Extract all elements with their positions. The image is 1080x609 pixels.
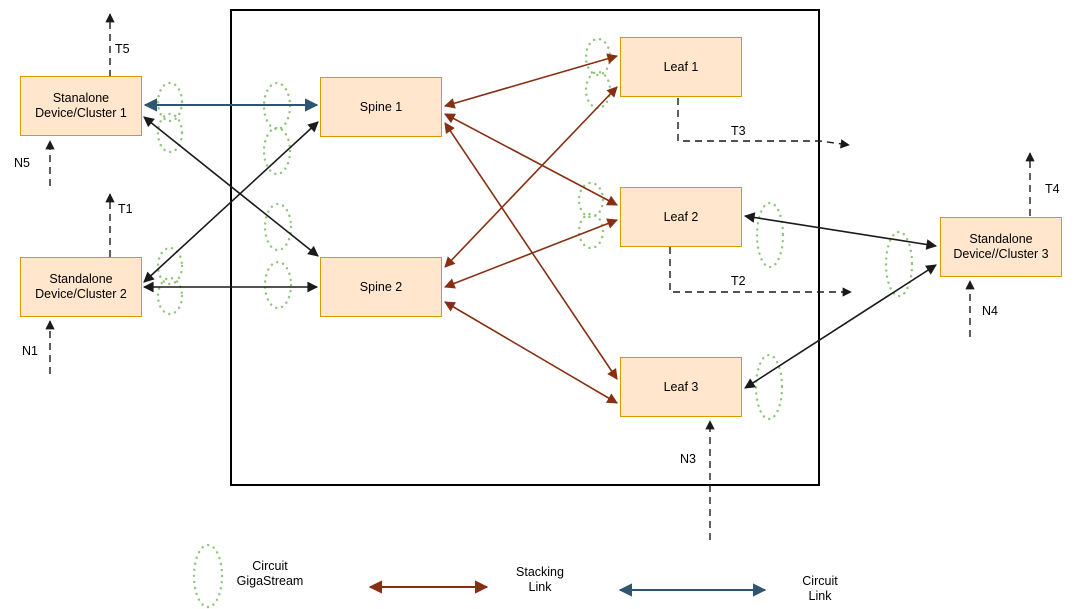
gigastream-ellipse-cluster2-b	[156, 276, 184, 316]
gigastream-ellipse-leaf2-left-a	[577, 181, 605, 219]
arrow-t3	[677, 98, 850, 149]
port-label-t4: T4	[1045, 182, 1060, 196]
port-label-n5: N5	[14, 156, 30, 170]
gigastream-ellipse-leaf1-b	[584, 70, 612, 110]
gigastream-ellipse-leaf2-right	[755, 201, 785, 269]
stacking-link-spine2-leaf3	[444, 301, 618, 404]
node-spine1: Spine 1	[320, 77, 442, 137]
port-label-n3: N3	[680, 452, 696, 466]
gigastream-ellipse-spine2-a	[263, 202, 293, 252]
node-spine2: Spine 2	[320, 257, 442, 317]
black-links	[142, 116, 938, 389]
port-label-t3: T3	[731, 124, 746, 138]
legend-label-gigastream: Circuit GigaStream	[236, 559, 304, 588]
gigastream-ellipse-cluster1-a	[156, 81, 184, 123]
gigastream-ellipse-leaf2-left-b	[577, 212, 605, 250]
stacking-link-spine2-leaf2	[444, 218, 618, 289]
gigastream-ellipse-cluster1-b	[156, 112, 184, 154]
gigastream-ellipse-leaf3-right	[754, 353, 784, 421]
node-leaf2: Leaf 2	[620, 187, 742, 247]
node-standalone-cluster1: Stanalone Device/Cluster 1	[20, 76, 142, 136]
port-label-t1: T1	[118, 202, 133, 216]
dashed-port-arrows	[45, 13, 1035, 540]
node-standalone-cluster3: Standalone Device//Cluster 3	[940, 217, 1062, 277]
node-standalone-cluster2: Standalone Device/Cluster 2	[20, 257, 142, 317]
port-label-n1: N1	[22, 344, 38, 358]
gigastream-ellipse-spine2-b	[263, 260, 293, 310]
link-cluster2-spine1	[143, 121, 319, 283]
link-cluster1-spine2	[143, 116, 319, 257]
stacking-links	[443, 53, 619, 404]
port-label-t5: T5	[115, 42, 130, 56]
port-label-t2: T2	[731, 274, 746, 288]
link-leaf3-cluster3	[744, 264, 937, 389]
arrow-t2	[669, 247, 852, 297]
legend-gigastream-ellipse	[192, 543, 224, 609]
link-leaf2-cluster3	[743, 212, 938, 250]
node-leaf3: Leaf 3	[620, 357, 742, 417]
legend-label-circuit: Circuit Link	[802, 574, 838, 603]
stacking-link-spine1-leaf3	[444, 122, 618, 380]
legend-label-stacking: Stacking Link	[516, 565, 564, 594]
node-leaf1: Leaf 1	[620, 37, 742, 97]
port-label-n4: N4	[982, 304, 998, 318]
gigastream-ellipse-leaf1-a	[584, 37, 612, 77]
stacking-link-spine1-leaf2	[444, 113, 618, 206]
stacking-link-spine2-leaf1	[444, 86, 618, 268]
gigastream-markers	[156, 37, 914, 609]
stacking-link-spine1-leaf1	[443, 53, 619, 109]
